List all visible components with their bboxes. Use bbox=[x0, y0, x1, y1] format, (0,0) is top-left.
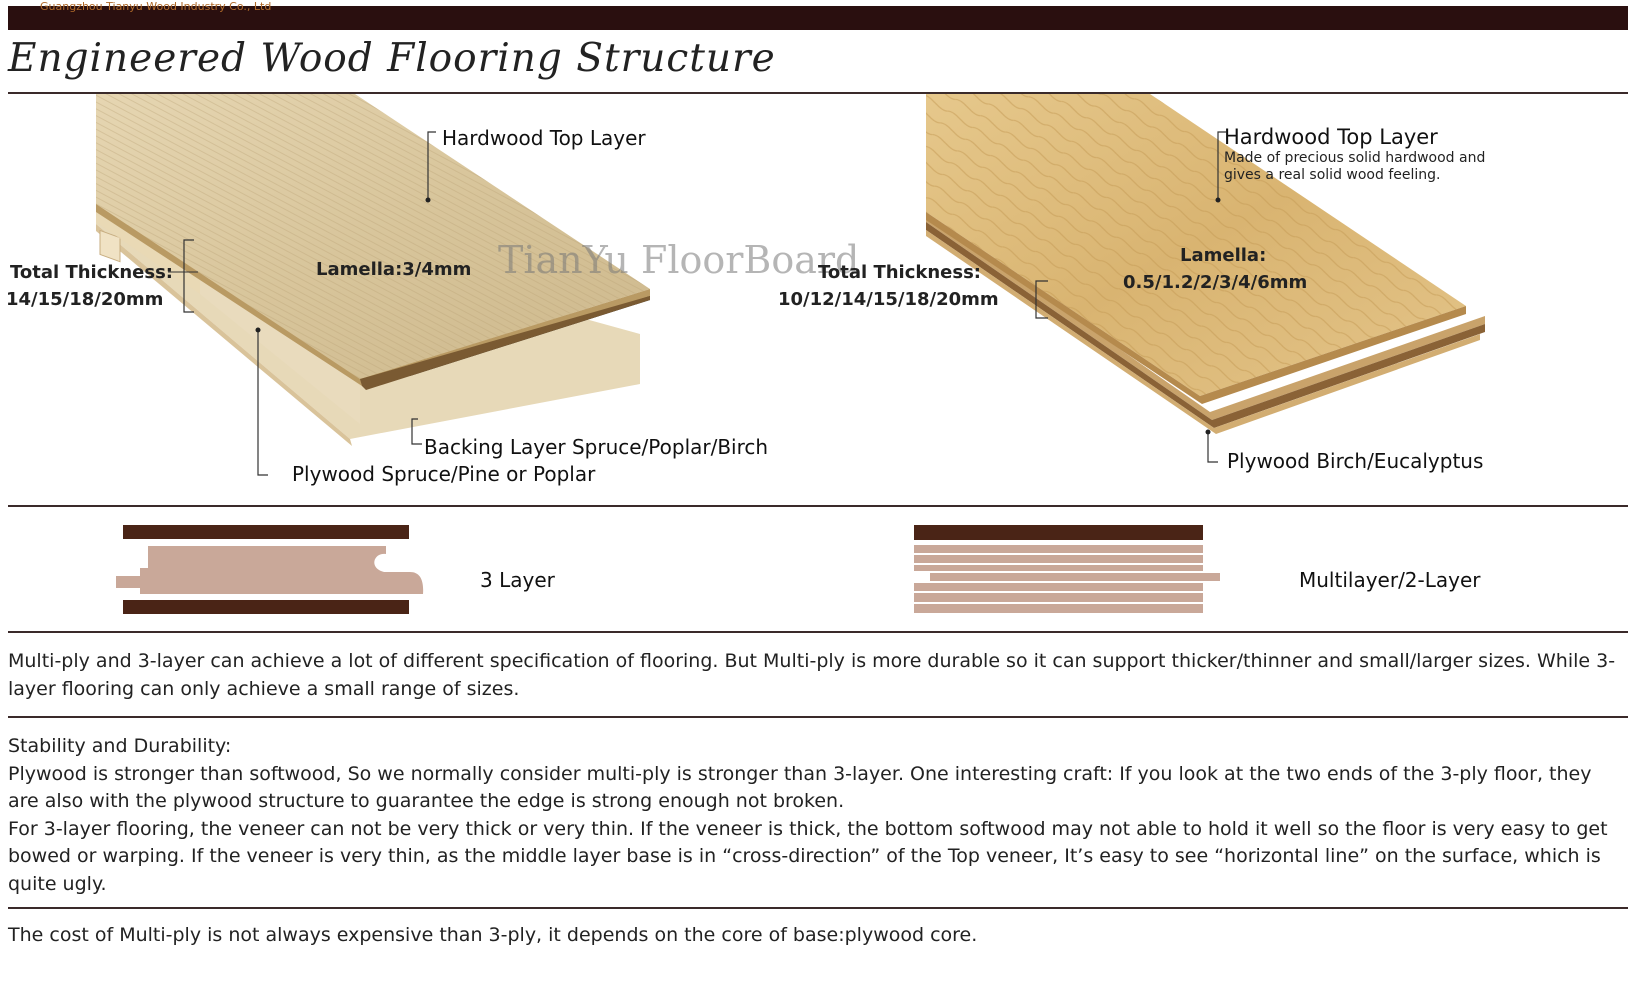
left-thickness-value: 14/15/18/20mm bbox=[6, 289, 164, 310]
page-title: Engineered Wood Flooring Structure bbox=[8, 36, 776, 81]
comparison-paragraph: Multi-ply and 3-layer can achieve a lot … bbox=[8, 648, 1618, 703]
watermark: TianYu FloorBoard bbox=[498, 238, 860, 282]
source-text: Guangzhou Tianyu Wood Industry Co., Ltd bbox=[40, 0, 272, 13]
right-top-layer-label: Hardwood Top Layer bbox=[1224, 125, 1438, 149]
multi-layer-board-illustration bbox=[926, 94, 1485, 463]
left-core-label: Plywood Spruce/Pine or Poplar bbox=[292, 462, 596, 486]
paragraph-text: For 3-layer flooring, the veneer can not… bbox=[8, 817, 1608, 895]
right-top-desc-1: Made of precious solid hardwood and bbox=[1224, 150, 1486, 166]
left-thickness-label: Total Thickness: bbox=[10, 262, 173, 283]
divider bbox=[8, 716, 1628, 718]
paragraph-text: The cost of Multi-ply is not always expe… bbox=[8, 924, 978, 946]
three-layer-diagram bbox=[116, 525, 424, 614]
multi-layer-label: Multilayer/2-Layer bbox=[1299, 568, 1481, 592]
left-top-layer-label: Hardwood Top Layer bbox=[442, 126, 646, 150]
right-top-desc-2: gives a real solid wood feeling. bbox=[1224, 167, 1441, 183]
divider bbox=[8, 92, 1628, 94]
three-layer-label: 3 Layer bbox=[480, 568, 555, 592]
right-thickness-value: 10/12/14/15/18/20mm bbox=[778, 289, 999, 310]
paragraph-text: Multi-ply and 3-layer can achieve a lot … bbox=[8, 650, 1616, 700]
right-core-label: Plywood Birch/Eucalyptus bbox=[1227, 449, 1484, 473]
divider bbox=[8, 631, 1628, 633]
stability-section: Stability and Durability: Plywood is str… bbox=[8, 733, 1618, 898]
multi-layer-diagram bbox=[914, 525, 1220, 613]
three-layer-board-illustration bbox=[96, 94, 650, 476]
right-thickness-label: Total Thickness: bbox=[818, 262, 981, 283]
section-heading: Stability and Durability: bbox=[8, 735, 232, 757]
cost-paragraph: The cost of Multi-ply is not always expe… bbox=[8, 922, 1618, 950]
left-lamella-label: Lamella:3/4mm bbox=[316, 259, 472, 280]
divider bbox=[8, 505, 1628, 507]
right-lamella-value: 0.5/1.2/2/3/4/6mm bbox=[1123, 272, 1308, 293]
divider bbox=[8, 907, 1628, 909]
right-lamella-label: Lamella: bbox=[1180, 245, 1267, 266]
paragraph-text: Plywood is stronger than softwood, So we… bbox=[8, 762, 1592, 813]
header-bar: Guangzhou Tianyu Wood Industry Co., Ltd bbox=[8, 0, 1628, 30]
left-backing-label: Backing Layer Spruce/Poplar/Birch bbox=[424, 435, 769, 459]
